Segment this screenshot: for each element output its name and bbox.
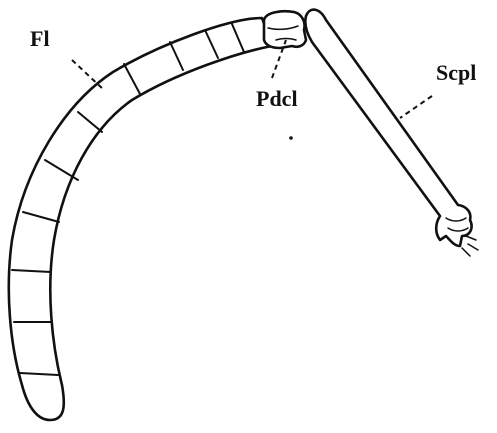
flagellum-label: Fl [30,28,50,50]
scape-leader-line [400,96,432,118]
scape-label: Scpl [436,62,476,84]
pedicel-label: Pdcl [256,88,298,110]
stray-dot [289,136,293,140]
scape-outline [305,10,471,246]
flagellum-leader-line [72,60,104,90]
